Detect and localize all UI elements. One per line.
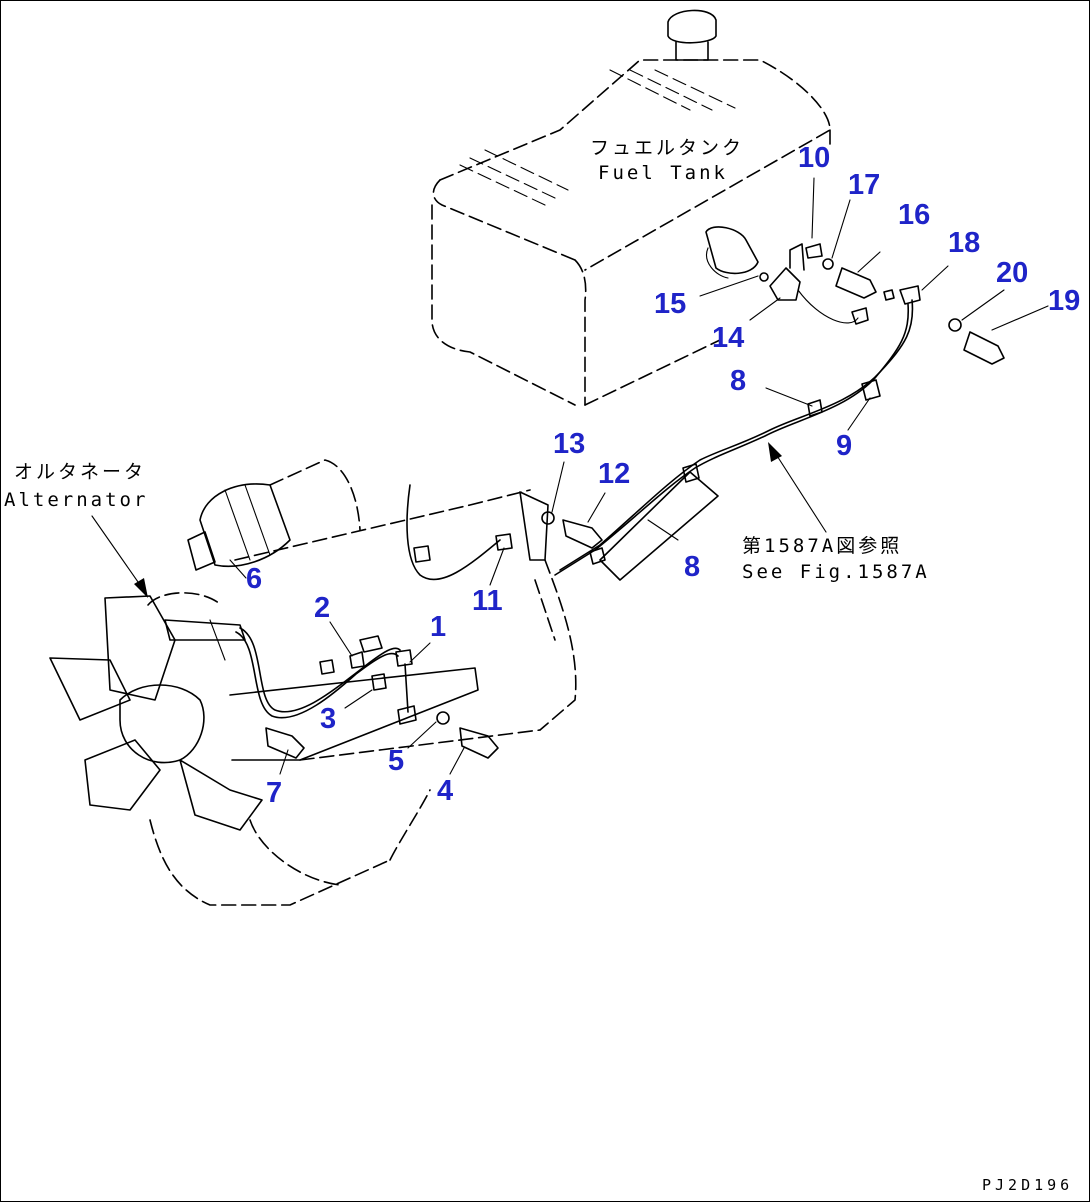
callout-13: 13 <box>553 428 585 460</box>
callout-3: 3 <box>320 703 336 735</box>
callout-15: 15 <box>654 288 686 320</box>
callout-14: 14 <box>712 322 744 354</box>
alternator-label-jp: オルタネータ <box>14 461 146 483</box>
callout-6: 6 <box>246 563 262 595</box>
callout-9: 9 <box>836 430 852 462</box>
callout-5: 5 <box>388 745 404 777</box>
callout-1: 1 <box>430 611 446 643</box>
callout-11: 11 <box>472 585 503 617</box>
callout-18: 18 <box>948 227 980 259</box>
callout-20: 20 <box>996 257 1028 289</box>
leader-lines <box>91 177 1049 775</box>
text-labels: フュエルタンク Fuel Tank オルタネータ Alternator 第158… <box>4 137 1073 1194</box>
callout-numbers: 1 2 3 4 5 6 7 8 8 9 10 11 12 13 14 15 16… <box>246 142 1080 809</box>
callout-4: 4 <box>437 775 453 807</box>
callout-17: 17 <box>848 169 880 201</box>
callout-8-lower: 8 <box>684 551 700 583</box>
fuel-tank-label-jp: フュエルタンク <box>590 137 744 159</box>
callout-19: 19 <box>1048 285 1080 317</box>
fuel-sender-unit <box>705 226 1005 365</box>
drawing-code: PJ2D196 <box>982 1176 1073 1194</box>
reference-label-jp: 第1587A図参照 <box>742 535 902 557</box>
reference-label-en: See Fig.1587A <box>742 561 930 583</box>
callout-2: 2 <box>314 592 330 624</box>
fuel-tank <box>431 9 831 406</box>
callout-12: 12 <box>598 458 630 490</box>
alternator-label-en: Alternator <box>4 489 148 511</box>
callout-8-upper: 8 <box>730 365 746 397</box>
callout-7: 7 <box>266 777 282 809</box>
callout-10: 10 <box>798 142 830 174</box>
callout-16: 16 <box>898 199 930 231</box>
wire-harness <box>554 299 914 581</box>
fuel-tank-label-en: Fuel Tank <box>598 162 728 184</box>
engine <box>49 459 603 906</box>
